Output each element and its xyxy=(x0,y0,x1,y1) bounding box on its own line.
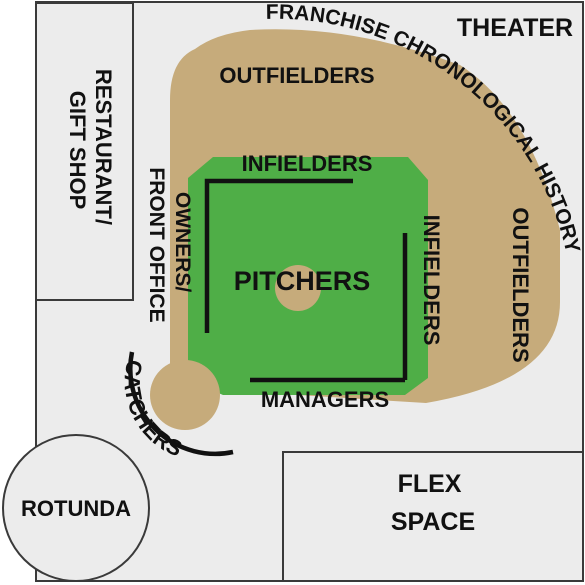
theater-label: THEATER xyxy=(457,14,573,42)
restaurant-gift-shop-room[interactable] xyxy=(35,2,134,301)
infielders-top-wall xyxy=(204,178,353,333)
home-plate-dirt xyxy=(150,360,220,430)
flex-space-room[interactable] xyxy=(282,451,584,582)
outfielders-right-label: OUTFIELDERS xyxy=(508,207,533,362)
managers-label: MANAGERS xyxy=(261,387,389,412)
catchers-wall xyxy=(128,351,234,457)
infielders-top-label: INFIELDERS xyxy=(242,151,373,176)
rotunda-room[interactable] xyxy=(2,434,150,582)
owners-front-office-label: OWNERS/ FRONT OFFICE xyxy=(145,167,194,322)
pitchers-label: PITCHERS xyxy=(234,266,371,296)
outfielders-top-label: OUTFIELDERS xyxy=(219,63,374,88)
flex-space-label: FLEX SPACE xyxy=(391,470,475,536)
restaurant-gift-shop-label: RESTAURANT/ GIFT SHOP xyxy=(65,69,116,231)
rotunda-label: ROTUNDA xyxy=(21,496,131,521)
infielders-right-label: INFIELDERS xyxy=(419,215,444,346)
pitchers-mound xyxy=(275,265,321,311)
